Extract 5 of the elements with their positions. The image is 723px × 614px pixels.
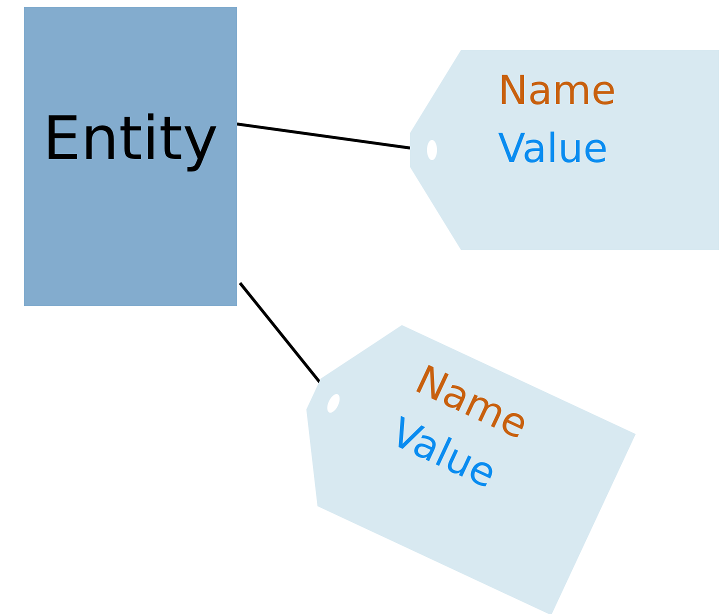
entity-box (24, 7, 237, 306)
entity-label: Entity (42, 104, 218, 174)
tag-name-label: Name (498, 68, 616, 114)
tag-value-label: Value (498, 126, 608, 172)
connector-line (236, 122, 410, 150)
